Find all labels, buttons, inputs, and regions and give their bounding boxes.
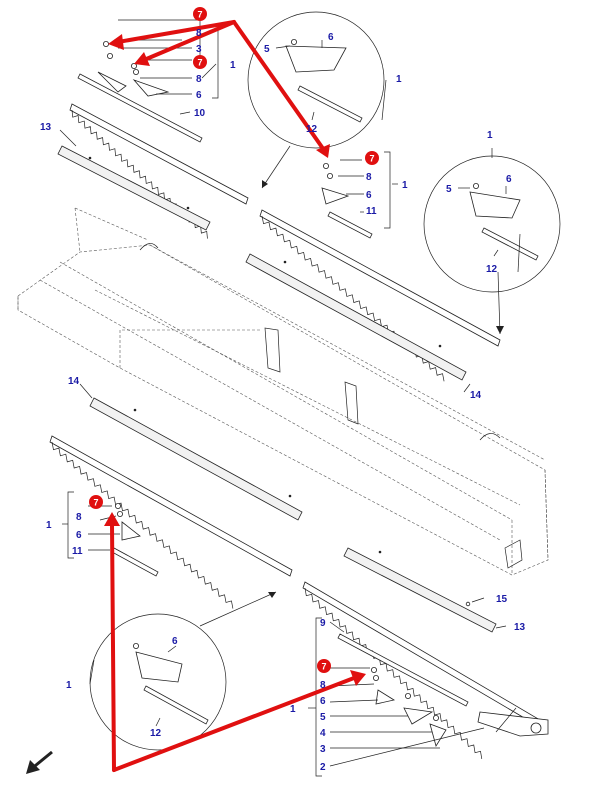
svg-text:7: 7 bbox=[369, 154, 374, 164]
callout-5: 5 bbox=[264, 44, 270, 55]
callout-12: 12 bbox=[306, 124, 318, 135]
callout-6: 6 bbox=[320, 696, 326, 707]
callout-8: 8 bbox=[320, 680, 326, 691]
callout-5: 5 bbox=[446, 184, 452, 195]
callout-8: 8 bbox=[196, 28, 202, 39]
callout-3: 3 bbox=[196, 44, 202, 55]
callout-6: 6 bbox=[76, 530, 82, 541]
callout-1: 1 bbox=[402, 180, 408, 191]
svg-text:7: 7 bbox=[93, 498, 98, 508]
svg-text:7: 7 bbox=[321, 662, 326, 672]
callout-6: 6 bbox=[172, 636, 178, 647]
direction-arrows bbox=[26, 145, 517, 774]
header-frame bbox=[17, 207, 549, 576]
badge-7-d: 7 bbox=[89, 495, 103, 509]
callout-1: 1 bbox=[230, 60, 236, 71]
guard-bar-13-top bbox=[57, 145, 211, 231]
callout-11: 11 bbox=[72, 546, 83, 557]
callout-5: 5 bbox=[320, 712, 326, 723]
knife-section-top-left bbox=[69, 103, 249, 239]
knife-section-lower-left bbox=[49, 435, 293, 609]
svg-text:7: 7 bbox=[197, 10, 202, 20]
guard-bar-14-center bbox=[245, 253, 467, 381]
callout-1: 1 bbox=[66, 680, 72, 691]
callout-13: 13 bbox=[40, 122, 52, 133]
guard-bar-14-lower bbox=[89, 397, 303, 521]
callout-9: 9 bbox=[320, 618, 326, 629]
callout-14: 14 bbox=[68, 376, 80, 387]
callout-13: 13 bbox=[514, 622, 526, 633]
detail-circle-top bbox=[247, 11, 385, 149]
detail-circles bbox=[89, 11, 561, 751]
badge-7-e: 7 bbox=[317, 659, 331, 673]
callout-8: 8 bbox=[366, 172, 372, 183]
callout-1: 1 bbox=[396, 74, 402, 85]
callout-8: 8 bbox=[196, 74, 202, 85]
callout-labels: 8 3 1 8 6 10 13 5 6 1 12 8 1 6 11 1 5 6 … bbox=[40, 28, 526, 773]
callout-10: 10 bbox=[194, 108, 206, 119]
callout-12: 12 bbox=[150, 728, 162, 739]
callout-6: 6 bbox=[328, 32, 334, 43]
rivet-strips bbox=[77, 71, 539, 725]
badge-7-b: 7 bbox=[193, 55, 207, 69]
callout-12: 12 bbox=[486, 264, 498, 275]
callout-1: 1 bbox=[487, 130, 493, 141]
badge-7-c: 7 bbox=[365, 151, 379, 165]
callout-6: 6 bbox=[366, 190, 372, 201]
knife-section-lower-right bbox=[302, 581, 549, 760]
guard-bar-13-lower bbox=[343, 547, 497, 633]
callout-2: 2 bbox=[320, 762, 326, 773]
callout-1: 1 bbox=[46, 520, 52, 531]
callout-14: 14 bbox=[470, 390, 482, 401]
callout-15: 15 bbox=[496, 594, 508, 605]
highlight-arrows bbox=[104, 20, 366, 772]
callout-8: 8 bbox=[76, 512, 82, 523]
callout-3: 3 bbox=[320, 744, 326, 755]
callout-6: 6 bbox=[196, 90, 202, 101]
svg-text:7: 7 bbox=[197, 58, 202, 68]
badge-7-a: 7 bbox=[193, 7, 207, 21]
blade-sections bbox=[103, 39, 521, 747]
callout-6: 6 bbox=[506, 174, 512, 185]
leader-lines bbox=[59, 19, 507, 767]
callout-1: 1 bbox=[290, 704, 296, 715]
callout-11: 11 bbox=[366, 206, 377, 217]
callout-4: 4 bbox=[320, 728, 326, 739]
